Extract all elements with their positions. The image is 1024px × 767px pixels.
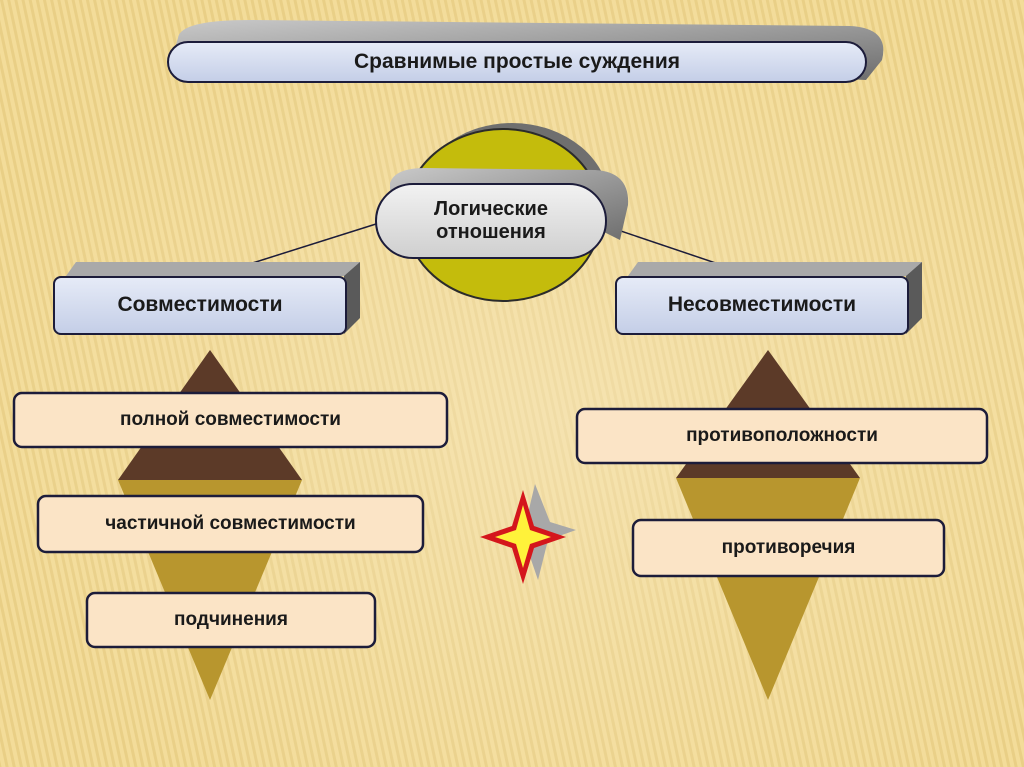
center-pill [375, 168, 629, 259]
item-contrary: противоположности [686, 425, 878, 447]
item-box-partial-compat [36, 494, 425, 554]
incompatible-heading: Несовместимости [667, 293, 857, 317]
page-title: Сравнимые простые суждения [354, 49, 680, 73]
item-contradiction: противоречия [721, 537, 856, 559]
item-full-compatibility: полной совместимости [120, 409, 341, 431]
item-box-subordination [85, 591, 377, 649]
compatible-heading: Совместимости [117, 293, 283, 317]
center-label: Логические отношения [434, 198, 548, 243]
title-banner [167, 20, 884, 83]
star-icon [480, 484, 576, 584]
incompatible-header-box [615, 262, 922, 335]
item-partial-compatibility: частичной совместимости [105, 513, 356, 535]
item-box-contradiction [631, 518, 946, 578]
item-box-full-compat [12, 391, 449, 449]
right-triangle-bottom [676, 478, 860, 700]
item-subordination: подчинения [174, 609, 288, 631]
compatible-header-box [53, 262, 360, 335]
item-box-contrary [575, 407, 989, 465]
